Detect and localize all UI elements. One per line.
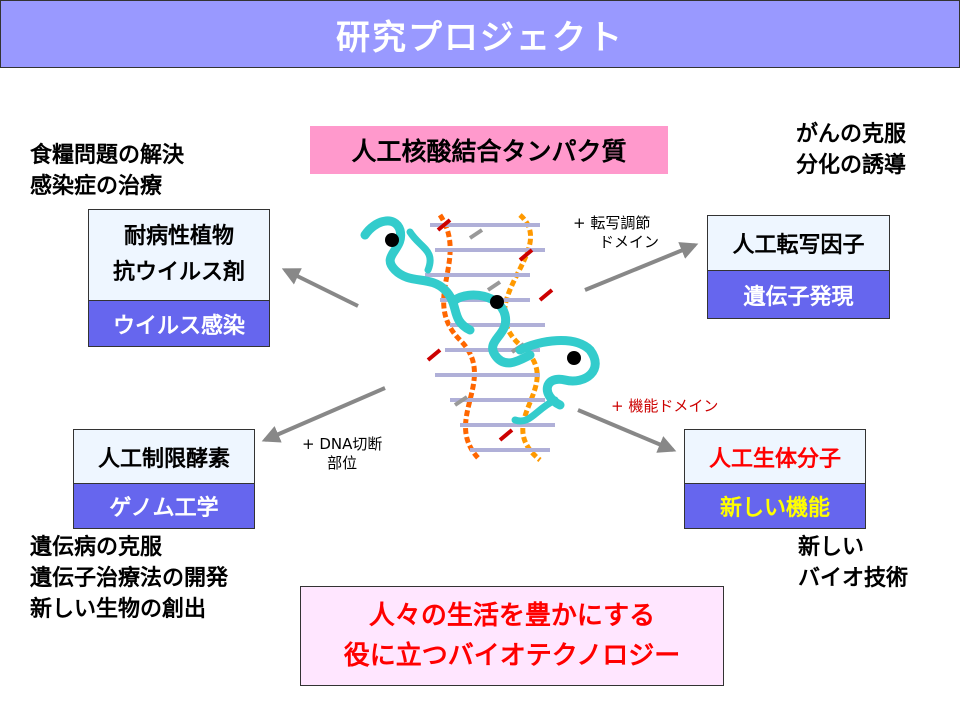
box-title-line: 人工転写因子: [732, 233, 865, 258]
goal-line: 役に立つバイオテクノロジー: [343, 641, 681, 671]
box-plant: 耐病性植物 抗ウイルス剤 ウイルス感染: [88, 209, 270, 347]
arrow-top-right: [584, 242, 699, 292]
box-top: 人工生体分子: [685, 430, 865, 483]
note-line: 分化の誘導: [796, 153, 907, 178]
box-title-line: 耐病性植物: [123, 224, 234, 249]
note-line: 食糧問題の解決: [30, 143, 185, 168]
goal-box: 人々の生活を豊かにする 役に立つバイオテクノロジー: [300, 586, 724, 686]
goal-line: 人々の生活を豊かにする: [368, 601, 656, 631]
box-title-line: 人工生体分子: [708, 446, 841, 472]
box-top: 人工制限酵素: [74, 430, 254, 483]
note-line: 感染症の治療: [30, 174, 163, 199]
label-function-domain: + 機能ドメイン: [611, 397, 719, 415]
arrow-top-left: [281, 268, 359, 308]
box-transcription: 人工転写因子 遺伝子発現: [707, 215, 890, 319]
note-line: バイオ技術: [798, 566, 909, 591]
box-top: 耐病性植物 抗ウイルス剤: [89, 210, 269, 300]
box-title-line: 抗ウイルス剤: [112, 260, 245, 285]
zinc-ion-3: [567, 351, 581, 365]
note-line: 遺伝子治療法の開発: [30, 566, 229, 591]
note-bottom-right: 新しい バイオ技術: [798, 532, 908, 594]
note-line: 遺伝病の克服: [30, 535, 163, 560]
note-top-right: がんの克服 分化の誘導: [796, 119, 906, 181]
title-bar: 研究プロジェクト: [0, 0, 960, 68]
label-line: + DNA切断: [302, 435, 383, 453]
arrow-bottom-right: [577, 408, 677, 453]
label-line: 部位: [327, 454, 358, 472]
label-transcription-domain: + 転写調節 ドメイン: [573, 214, 659, 252]
note-top-left: 食糧問題の解決 感染症の治療: [30, 140, 184, 202]
note-bottom-left: 遺伝病の克服 遺伝子治療法の開発 新しい生物の創出: [30, 532, 228, 625]
note-line: 新しい生物の創出: [30, 597, 207, 622]
arrow-bottom-left: [261, 386, 386, 443]
box-restriction: 人工制限酵素 ゲノム工学: [73, 429, 255, 529]
zinc-ion-2: [490, 295, 504, 309]
box-biomolecule: 人工生体分子 新しい機能: [684, 429, 866, 529]
note-line: 新しい: [798, 535, 865, 560]
box-bottom: 新しい機能: [685, 483, 865, 528]
label-line: ドメイン: [599, 233, 660, 251]
center-label: 人工核酸結合タンパク質: [310, 126, 668, 174]
box-bottom: ゲノム工学: [74, 483, 254, 528]
page-title: 研究プロジェクト: [336, 17, 624, 58]
note-line: がんの克服: [796, 122, 907, 147]
zinc-ion-1: [385, 233, 399, 247]
label-dna-cleavage: + DNA切断 部位: [302, 435, 382, 473]
box-top: 人工転写因子: [708, 216, 889, 270]
dna-helix: [425, 213, 555, 462]
label-line: + 転写調節: [573, 214, 651, 232]
box-bottom: 遺伝子発現: [708, 270, 889, 318]
protein-ribbons: [360, 216, 600, 425]
box-title-line: 人工制限酵素: [97, 446, 230, 472]
box-bottom: ウイルス感染: [89, 300, 269, 346]
